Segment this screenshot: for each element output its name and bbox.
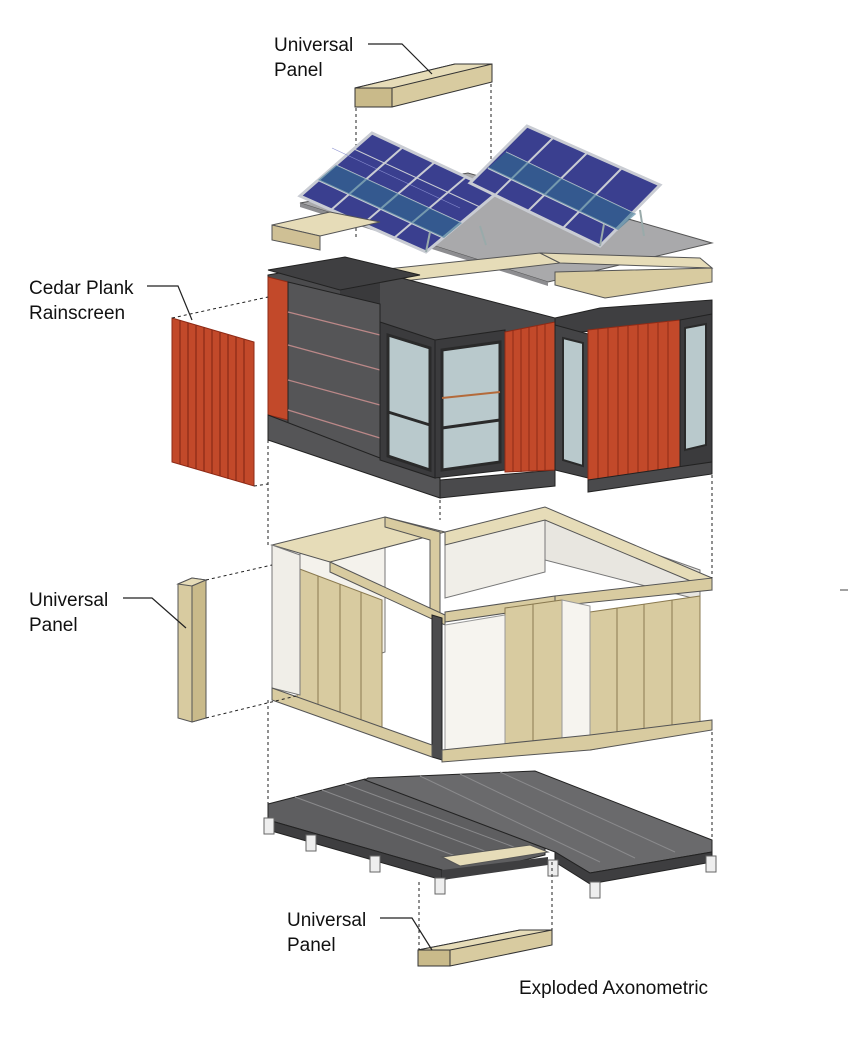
- projection-lines: [267, 440, 713, 950]
- label-line: Universal: [287, 910, 367, 931]
- wall-panel-guide-lines: [205, 564, 297, 719]
- label-wall-universal-panel: Universal Panel: [29, 588, 108, 638]
- clad-module: [267, 256, 713, 499]
- panel-structure: [270, 506, 713, 763]
- floor-platform: [263, 770, 717, 899]
- diagram-caption: Exploded Axonometric: [519, 978, 709, 999]
- label-top-universal-panel: Universal Panel: [274, 33, 353, 83]
- wall-universal-panel: [176, 577, 208, 723]
- cedar-guide-lines: [171, 296, 269, 487]
- cedar-rainscreen-panel: [171, 317, 255, 487]
- label-line: Rainscreen: [29, 303, 126, 324]
- label-line: Panel: [29, 615, 78, 636]
- label-cedar-rainscreen: Cedar Plank Rainscreen: [29, 276, 134, 326]
- label-line: Panel: [287, 935, 336, 956]
- label-line: Panel: [274, 60, 323, 81]
- label-line: Cedar Plank: [29, 278, 134, 299]
- bottom-universal-panel: [417, 929, 553, 967]
- leader-lines: [123, 43, 433, 951]
- top-universal-panel: [354, 63, 493, 108]
- label-line: Universal: [29, 590, 109, 611]
- label-floor-universal-panel: Universal Panel: [287, 908, 366, 958]
- label-line: Universal: [274, 35, 354, 56]
- solar-array-right: [467, 124, 663, 248]
